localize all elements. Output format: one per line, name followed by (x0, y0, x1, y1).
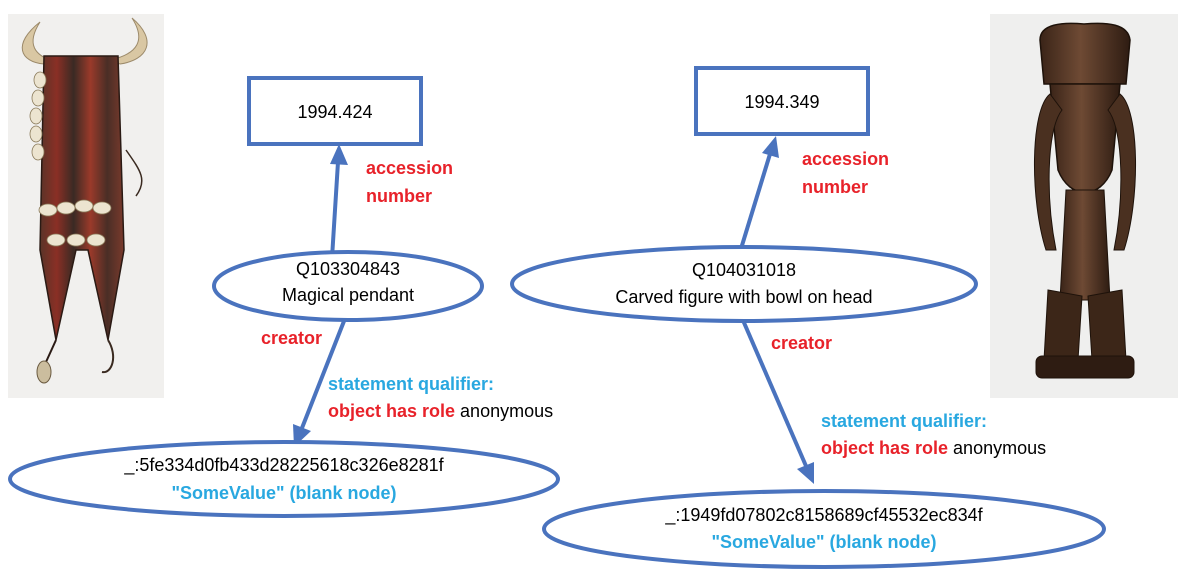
figure-head (1049, 83, 1121, 194)
qualifier-value: anonymous (953, 438, 1046, 458)
accession-number-box: 1994.424 (247, 76, 423, 146)
item-qid: Q104031018 (692, 260, 796, 280)
blank-node: _:5fe334d0fb433d28225618c326e8281f "Some… (8, 440, 560, 518)
accession-edge-label-line2: number (802, 177, 868, 197)
magical-pendant-photo (8, 14, 164, 398)
pendant-body (39, 55, 125, 341)
figure-left-leg (1043, 289, 1083, 361)
accession-number-value: 1994.424 (297, 102, 372, 122)
item-node: Q104031018 Carved figure with bowl on he… (510, 245, 978, 323)
accession-number-value: 1994.349 (744, 92, 819, 112)
figure-right-arm (1107, 93, 1137, 251)
figure-left-arm (1033, 93, 1063, 251)
item-label: Carved figure with bowl on head (615, 287, 872, 307)
blank-node-id: _:5fe334d0fb433d28225618c326e8281f (123, 455, 444, 476)
item-node: Q103304843 Magical pendant (212, 250, 484, 322)
creator-edge-label: creator (771, 333, 832, 353)
qualifier-property: object has role (328, 401, 455, 421)
accession-number-box: 1994.349 (694, 66, 870, 136)
figure-torso (1059, 189, 1111, 301)
qualifier-heading: statement qualifier: (821, 411, 987, 431)
bowl-icon (1039, 22, 1131, 85)
accession-edge-label-line1: accession (366, 158, 453, 178)
right-horn-icon (108, 17, 148, 65)
accession-arrowhead-icon (330, 144, 348, 165)
qualifier-value: anonymous (460, 401, 553, 421)
creator-edge-label: creator (261, 328, 322, 348)
qualifier-heading: statement qualifier: (328, 374, 494, 394)
blank-node-kind: "SomeValue" (blank node) (171, 483, 396, 503)
accession-arrowhead-icon (762, 136, 779, 158)
blank-node: _:1949fd07802c8158689cf45532ec834f "Some… (542, 489, 1106, 569)
item-label: Magical pendant (282, 285, 414, 305)
blank-node-id: _:1949fd07802c8158689cf45532ec834f (664, 505, 983, 526)
cowrie-shells-icon (29, 71, 112, 247)
qualifier-property: object has role (821, 438, 948, 458)
figure-right-leg (1087, 289, 1127, 361)
carved-figure-photo (990, 14, 1178, 398)
item-qid: Q103304843 (296, 259, 400, 279)
pendant-charm-icon (36, 360, 52, 384)
blank-node-kind: "SomeValue" (blank node) (711, 532, 936, 552)
creator-arrowhead-icon (797, 462, 814, 484)
accession-edge-label-line2: number (366, 186, 432, 206)
accession-edge-label-line1: accession (802, 149, 889, 169)
figure-base (1035, 355, 1135, 379)
